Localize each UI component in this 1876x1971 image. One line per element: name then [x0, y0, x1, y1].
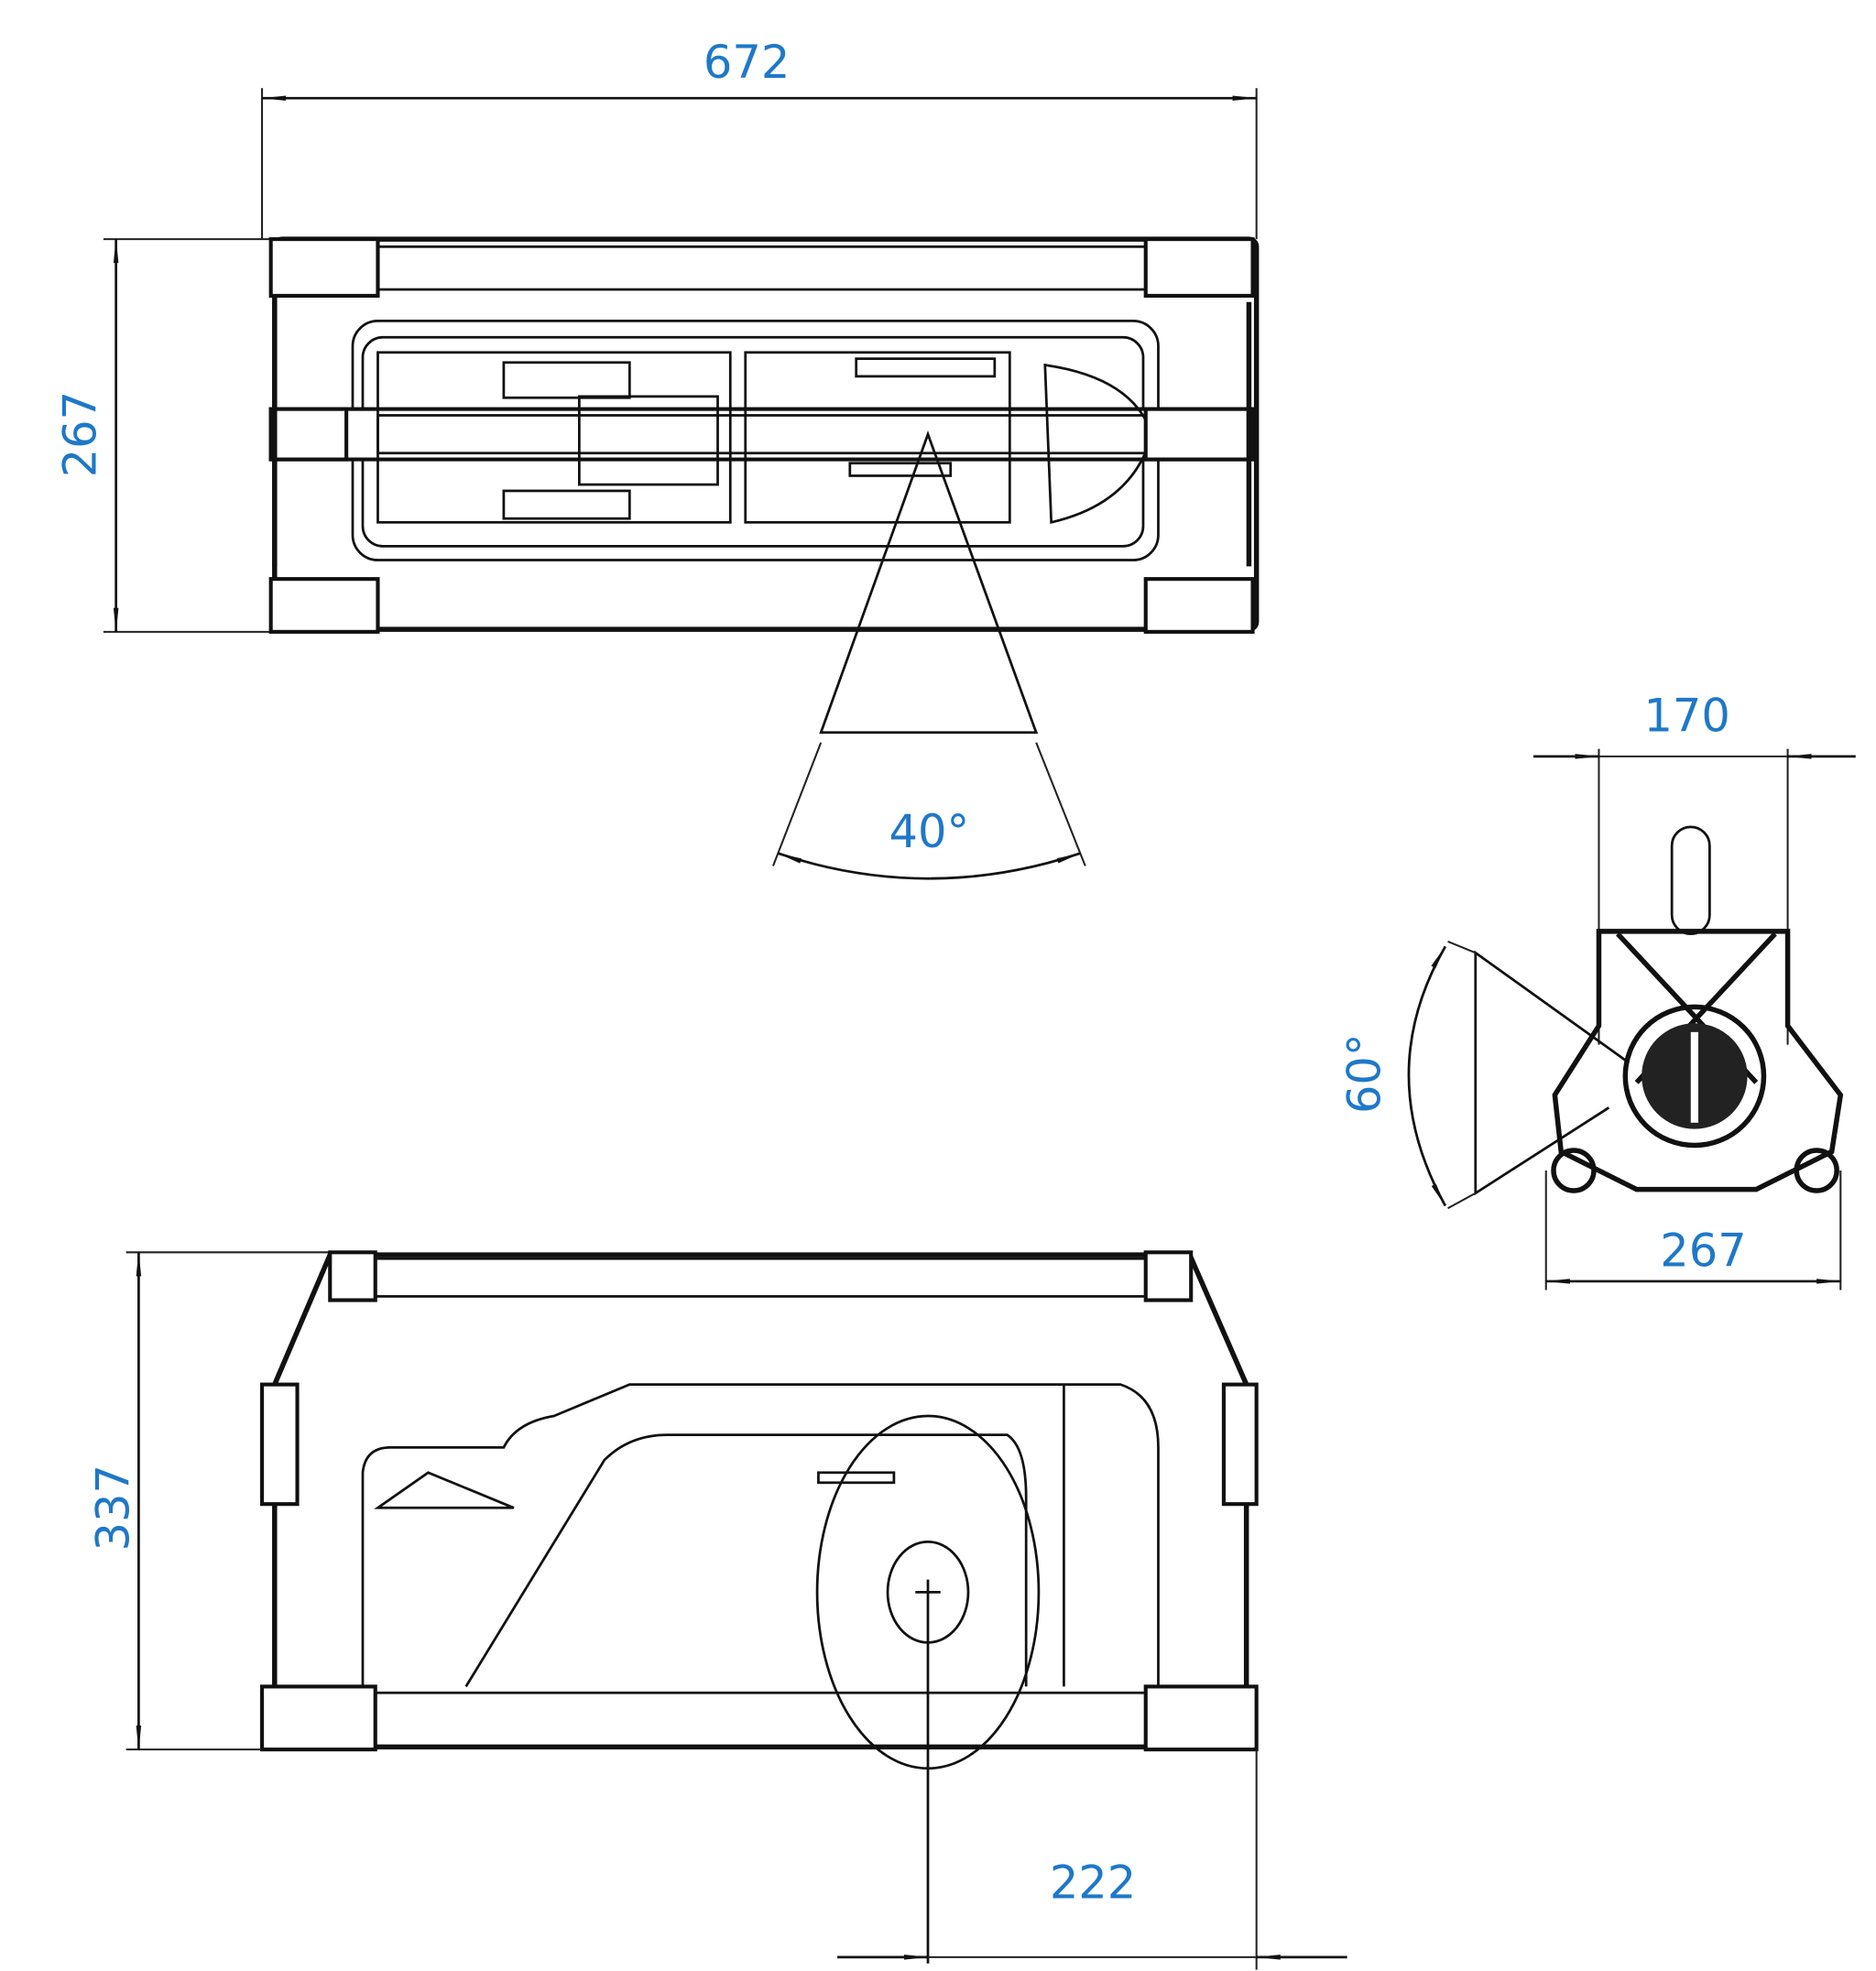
side-frame [259, 1250, 1259, 1752]
end-frame [1552, 929, 1844, 1192]
offset-dimension-label: 222 [1050, 1856, 1136, 1909]
end-view: 170 60° 267 [1337, 689, 1856, 1290]
bottom-width-label: 267 [1660, 1224, 1746, 1277]
top-view: 672 267 [54, 36, 1260, 880]
end-beam-angle-label: 60° [1337, 1033, 1391, 1114]
beam-cone [819, 430, 1039, 735]
length-dimension-label: 672 [704, 36, 790, 89]
height-dimension-label: 337 [86, 1465, 139, 1551]
side-view: 337 222 [86, 1250, 1347, 1970]
top-frame [268, 236, 1260, 634]
logo-icon [374, 1471, 515, 1509]
beam-angle-label: 40° [889, 805, 970, 858]
end-beam-angle-arc [1407, 945, 1447, 1207]
end-beam-cone [1474, 950, 1628, 1196]
top-width-label: 170 [1643, 689, 1729, 742]
beam-angle-arc [777, 852, 1082, 880]
transducer-face [1622, 1004, 1767, 1149]
width-dimension-label: 267 [54, 391, 107, 477]
handle [1670, 825, 1711, 936]
